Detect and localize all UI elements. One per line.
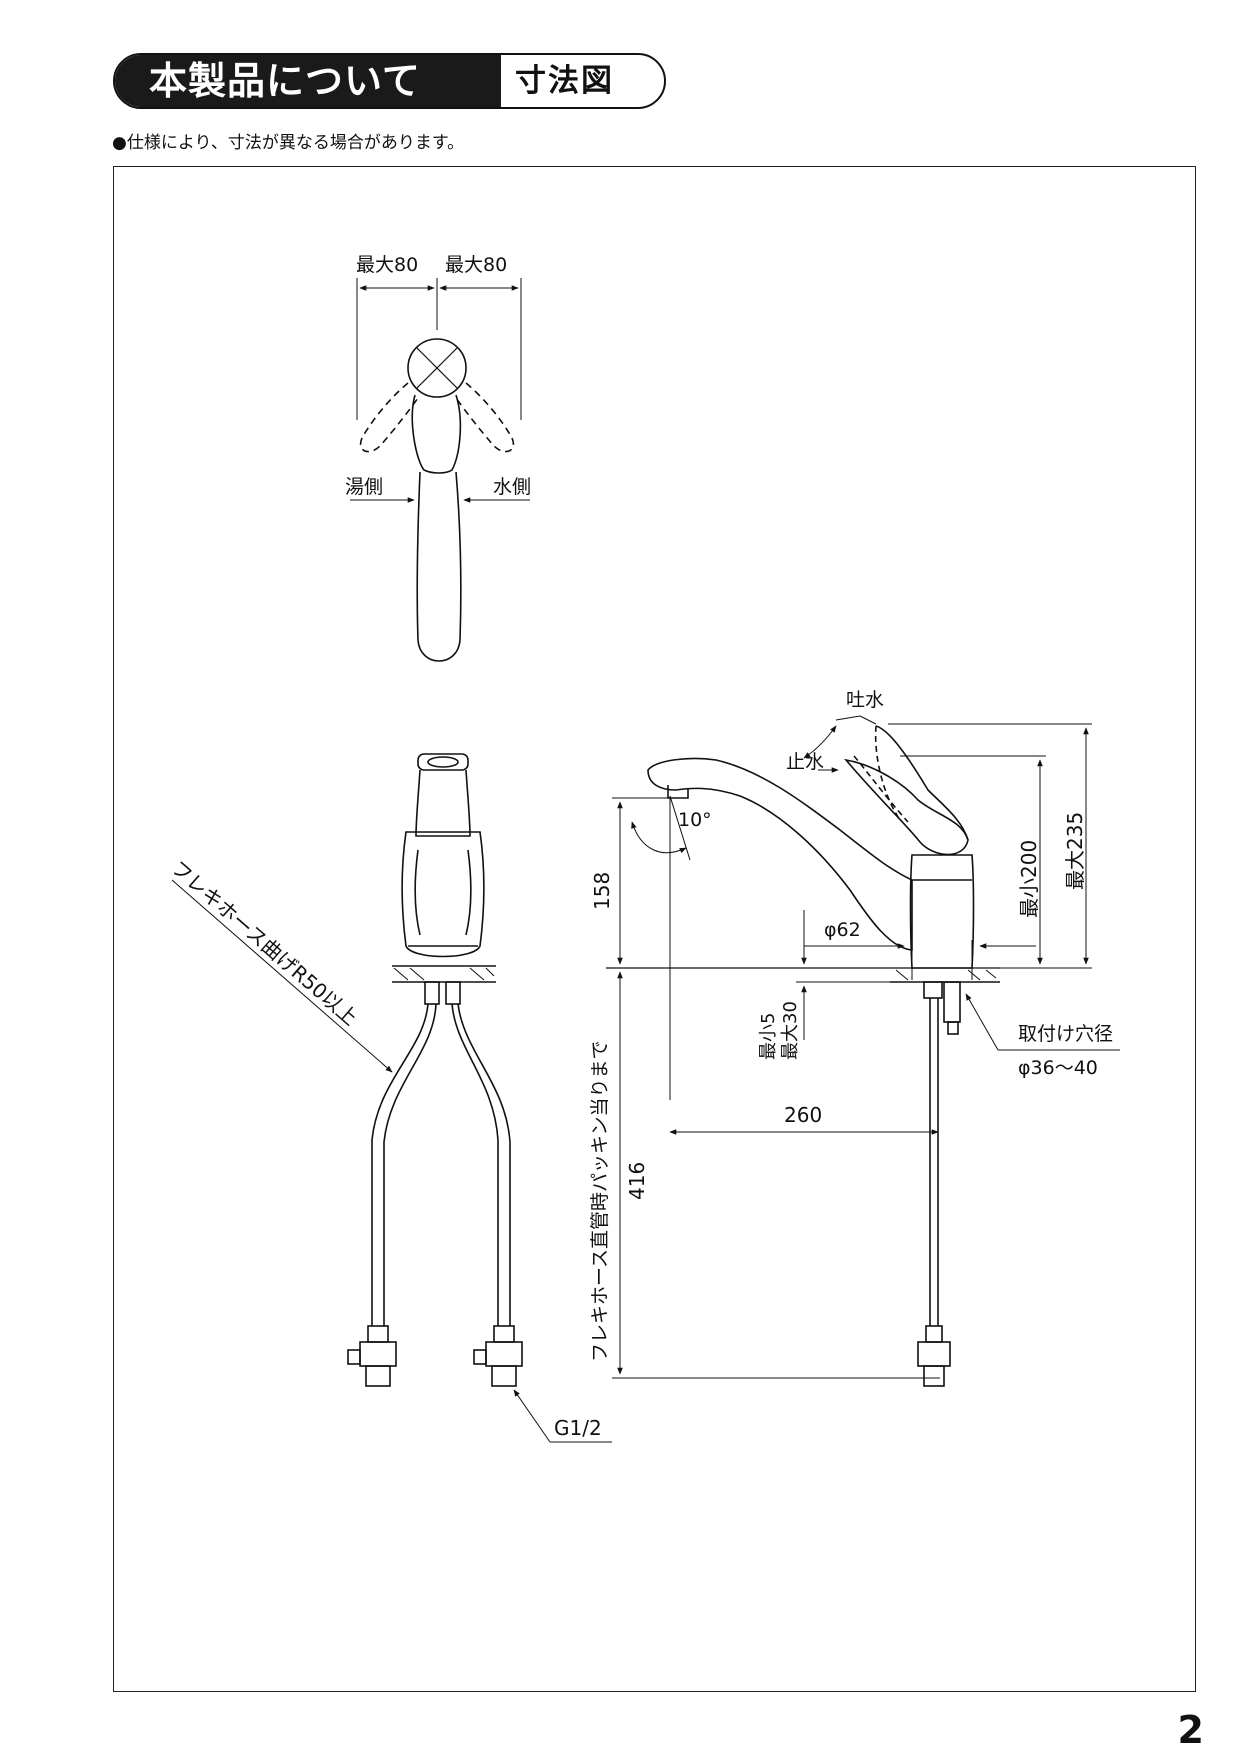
thread-size-label: G1/2: [554, 1416, 602, 1440]
base-dia-label: φ62: [824, 919, 861, 941]
spout-off-label: 止水: [786, 751, 824, 773]
section-title-main: 本製品について: [115, 55, 501, 107]
hose-length-note: フレキホース直管時パッキン当りまで: [589, 1041, 611, 1362]
angle-label: 10°: [678, 809, 712, 831]
cold-side-label: 水側: [493, 476, 531, 498]
max-height-label: 最大235: [1063, 812, 1087, 890]
min-height-label: 最小200: [1017, 840, 1041, 918]
front-view: [171, 753, 612, 1443]
hole-label: 取付け穴径: [1018, 1023, 1113, 1045]
section-title-sub: 寸法図: [515, 63, 614, 99]
spec-note: ●仕様により、寸法が異なる場合があります。: [112, 133, 465, 153]
hole-dia-label: φ36〜40: [1018, 1057, 1098, 1079]
top-max-right-label: 最大80: [445, 254, 507, 276]
hose-bend-label: フレキホース曲げR50以上: [167, 856, 363, 1030]
hot-side-label: 湯側: [345, 476, 383, 498]
reach-260-label: 260: [784, 1103, 822, 1127]
spout-on-label: 吐水: [846, 689, 884, 711]
top-max-left-label: 最大80: [356, 254, 418, 276]
hose-416-label: 416: [625, 1162, 649, 1200]
height-158-label: 158: [590, 872, 614, 910]
side-view: [606, 715, 1120, 1387]
page-number: 2: [1177, 1708, 1204, 1752]
drawing-frame: [113, 166, 1196, 1692]
section-title: 本製品について 寸法図: [113, 53, 666, 109]
thickness-max-label: 最大30: [780, 1001, 801, 1060]
thickness-min-label: 最小5: [758, 1013, 779, 1060]
top-view: [350, 278, 530, 662]
